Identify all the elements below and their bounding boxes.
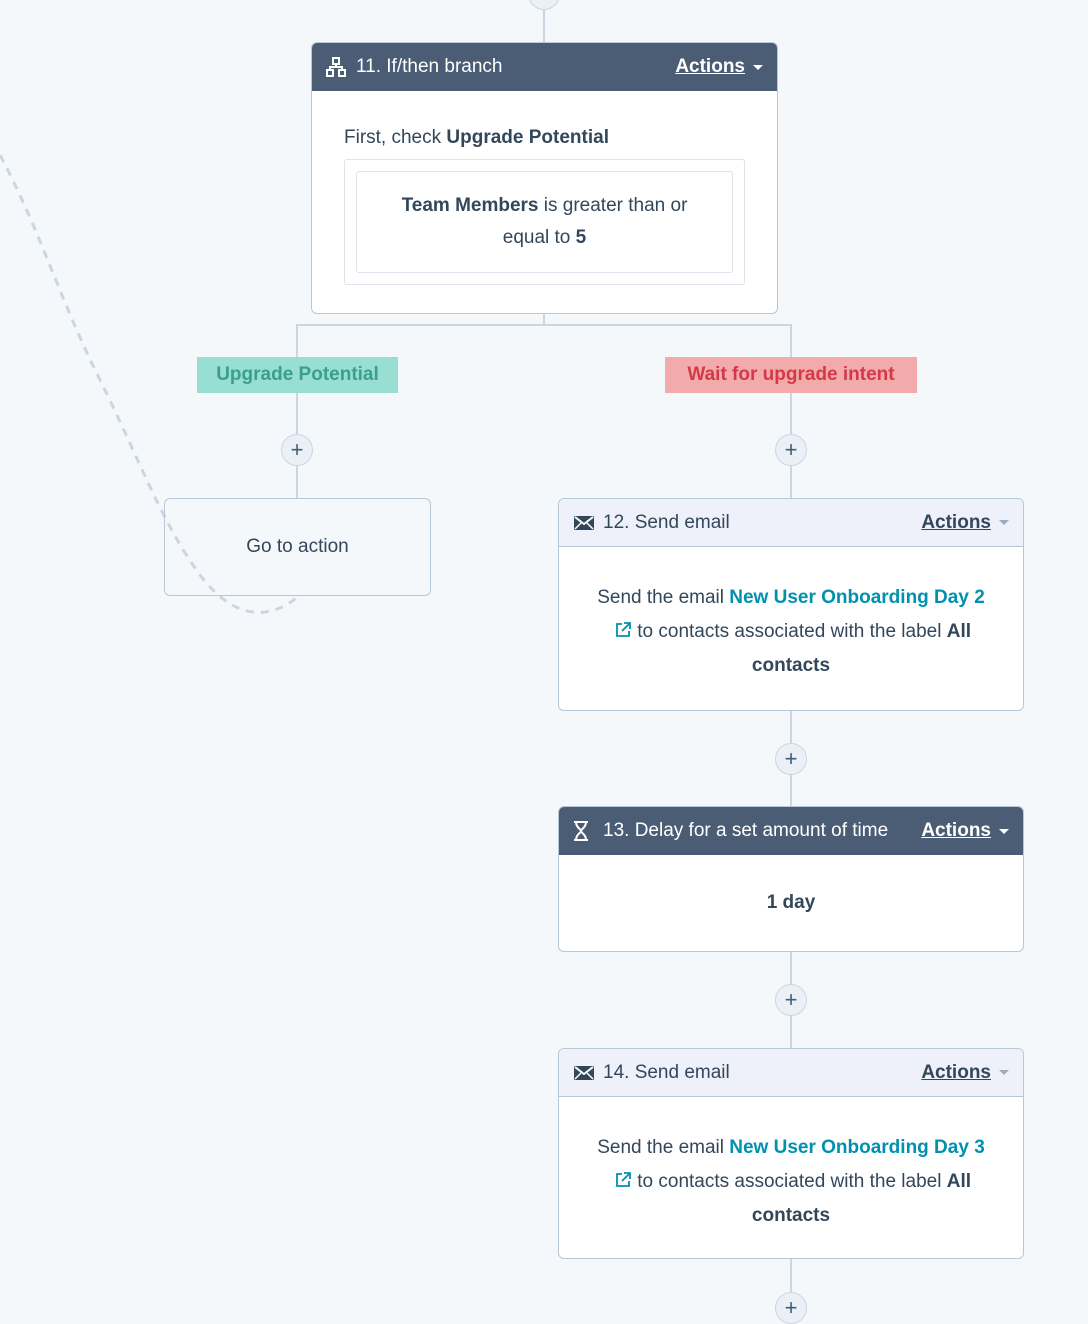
send-email-card-14-title: 14. Send email	[603, 1061, 730, 1083]
step12-email-link[interactable]: New User Onboarding Day 2	[611, 587, 985, 642]
add-step-after-12-button[interactable]: +	[775, 743, 807, 775]
send-email-card-14-body: Send the email New User Onboarding Day 3…	[559, 1097, 1023, 1233]
condition-property: Team Members	[401, 195, 539, 216]
step12-actions-dropdown[interactable]: Actions	[921, 512, 1009, 534]
send-email-card-12-header: 12. Send email Actions	[559, 499, 1023, 547]
delay-card-13-title: 13. Delay for a set amount of time	[603, 820, 889, 841]
step14-actions-dropdown[interactable]: Actions	[921, 1062, 1009, 1084]
branch-first-check-prefix: First, check	[344, 127, 442, 148]
connector-branch-stem	[543, 312, 545, 326]
send-email-card-14[interactable]: 14. Send email Actions Send the email Ne…	[558, 1048, 1024, 1259]
connector-bottom	[790, 1258, 792, 1308]
envelope-icon	[573, 1063, 595, 1083]
branch-first-check: First, check Upgrade Potential	[344, 127, 745, 149]
connector-right-down	[790, 324, 792, 498]
add-step-left-button[interactable]: +	[281, 434, 313, 466]
branch-label-left-text: Upgrade Potential	[216, 364, 379, 385]
step14-email-name: New User Onboarding Day 3	[729, 1137, 985, 1158]
step12-middle: to contacts associated with the label	[637, 621, 942, 642]
branch-actions-dropdown[interactable]: Actions	[675, 56, 763, 78]
add-step-top-button[interactable]: +	[528, 0, 560, 10]
connector-top	[543, 0, 545, 44]
branch-label-upgrade-potential: Upgrade Potential	[197, 357, 398, 393]
branch-actions-label: Actions	[675, 56, 745, 77]
external-link-icon	[616, 1172, 631, 1187]
branch-label-right-text: Wait for upgrade intent	[687, 364, 895, 385]
branch-label-wait-upgrade: Wait for upgrade intent	[665, 357, 917, 393]
add-step-bottom-button[interactable]: +	[775, 1292, 807, 1324]
condition-value: 5	[575, 227, 587, 248]
condition-operator: is greater than or equal to	[502, 195, 688, 248]
send-email-card-12-title: 12. Send email	[603, 511, 730, 533]
send-email-card-12[interactable]: 12. Send email Actions Send the email Ne…	[558, 498, 1024, 711]
step14-prefix: Send the email	[597, 1137, 724, 1158]
step14-email-link[interactable]: New User Onboarding Day 3	[611, 1137, 985, 1192]
branch-card-header: 11. If/then branch Actions	[312, 43, 777, 91]
connector-left-down	[296, 324, 298, 498]
delay-card-13[interactable]: 13. Delay for a set amount of time Actio…	[558, 806, 1024, 952]
send-email-card-14-header: 14. Send email Actions	[559, 1049, 1023, 1097]
connector-branch-bar	[296, 324, 792, 326]
chevron-down-icon	[999, 1070, 1009, 1075]
step14-middle: to contacts associated with the label	[637, 1171, 942, 1192]
step13-actions-dropdown[interactable]: Actions	[921, 820, 1009, 842]
delay-card-13-header: 13. Delay for a set amount of time Actio…	[559, 807, 1023, 855]
goto-action-card[interactable]: Go to action	[164, 498, 431, 596]
branch-card[interactable]: 11. If/then branch Actions First, check …	[311, 42, 778, 314]
chevron-down-icon	[999, 828, 1009, 834]
delay-value: 1 day	[766, 892, 816, 913]
goto-loop-dashed-line	[0, 154, 301, 614]
add-step-right-button[interactable]: +	[775, 434, 807, 466]
branch-first-check-name: Upgrade Potential	[446, 127, 609, 148]
external-link-icon	[616, 622, 631, 637]
goto-action-label: Go to action	[246, 536, 349, 557]
step12-prefix: Send the email	[597, 587, 724, 608]
send-email-card-12-body: Send the email New User Onboarding Day 2…	[559, 547, 1023, 683]
chevron-down-icon	[999, 520, 1009, 525]
branch-icon	[326, 57, 348, 77]
step13-actions-label: Actions	[921, 820, 991, 841]
branch-condition-box: Team Members is greater than or equal to…	[356, 171, 733, 273]
step14-label-name: All contacts	[751, 1171, 972, 1226]
add-step-after-13-button[interactable]: +	[775, 984, 807, 1016]
step14-actions-label: Actions	[921, 1061, 991, 1083]
step12-email-name: New User Onboarding Day 2	[729, 587, 985, 608]
branch-card-title: 11. If/then branch	[356, 56, 503, 77]
envelope-icon	[573, 513, 595, 533]
chevron-down-icon	[753, 64, 763, 70]
step12-label-name: All contacts	[751, 621, 972, 676]
branch-condition-outer: Team Members is greater than or equal to…	[344, 159, 745, 285]
hourglass-icon	[573, 821, 595, 841]
step12-actions-label: Actions	[921, 511, 991, 533]
